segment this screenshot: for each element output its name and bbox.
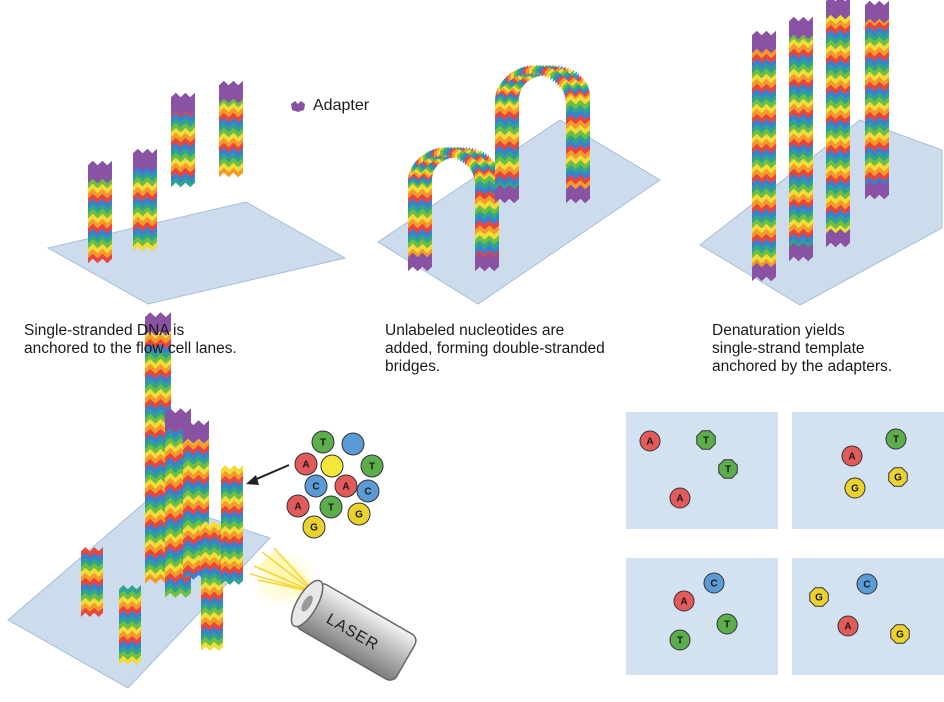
pool-nucleotide-1-letter: T — [320, 438, 326, 449]
caption-step-1-line-1: Single-stranded DNA is — [24, 322, 185, 339]
pool-nucleotide-4 — [320, 454, 344, 478]
panel-3-nucleotide-3-letter: T — [724, 620, 730, 631]
nucleotide-arrow — [246, 464, 290, 485]
pool-nucleotide-3-letter: A — [302, 460, 309, 471]
panel-4-nucleotide-1: G — [809, 587, 829, 607]
panel-4-nucleotide-3: A — [837, 615, 859, 637]
panel-1-nucleotide-2: T — [696, 430, 716, 450]
panel-3-nucleotide-1-letter: C — [710, 579, 717, 590]
pool-nucleotide-6-letter: C — [312, 482, 319, 493]
pool-nucleotide-1: T — [311, 430, 335, 454]
laser-device: LASER — [290, 579, 417, 681]
panel-4-nucleotide-2: C — [856, 573, 878, 595]
caption-step-1: Single-stranded DNA is anchored to the f… — [24, 322, 237, 358]
strand-1b — [133, 148, 157, 252]
caption-step-1-line-2: anchored to the flow cell lanes. — [24, 340, 237, 357]
pool-nucleotide-5-letter: T — [369, 462, 375, 473]
panel-2-nucleotide-2: A — [841, 445, 863, 467]
pool-nucleotide-7: A — [334, 474, 358, 498]
panel-3-nucleotide-3: T — [716, 613, 738, 635]
panel-1-nucleotide-3: T — [718, 459, 738, 479]
caption-step-2: Unlabeled nucleotides are added, forming… — [385, 322, 605, 376]
panel-1-nucleotide-1: A — [639, 430, 661, 452]
pool-nucleotide-6: C — [304, 474, 328, 498]
strand-4a — [81, 547, 103, 617]
strand-3d — [865, 0, 889, 200]
pool-nucleotide-12: G — [302, 515, 326, 539]
panel-2-nucleotide-1: T — [885, 428, 907, 450]
panel-2-nucleotide-4: G — [844, 477, 866, 499]
panel-2-nucleotide-1-letter: T — [893, 435, 899, 446]
pool-nucleotide-12-letter: G — [310, 523, 318, 534]
pool-nucleotide-7-letter: A — [342, 482, 349, 493]
caption-step-2-line-3: bridges. — [385, 358, 441, 375]
pool-nucleotide-8-letter: C — [364, 487, 371, 498]
strand-4g — [221, 465, 243, 585]
strand-3c — [826, 0, 850, 248]
panel-2-nucleotide-4-letter: G — [851, 484, 859, 495]
panel-nucleotides: A T T A T A G G C A T T G C A G — [639, 428, 910, 651]
strand-4f — [201, 521, 223, 651]
dna-strands — [81, 0, 889, 665]
strand-3b — [789, 16, 813, 262]
adapter-label: Adapter — [313, 97, 370, 114]
pool-nucleotide-10: T — [319, 495, 343, 519]
strand-3a — [752, 30, 776, 282]
panel-1-nucleotide-1-letter: A — [646, 437, 653, 448]
pool-nucleotide-10-letter: T — [328, 503, 334, 514]
pool-nucleotide-9: A — [286, 494, 310, 518]
panel-4-nucleotide-3-letter: A — [844, 622, 851, 633]
adapter-icon — [291, 101, 305, 112]
panel-2-nucleotide-3-letter: G — [894, 473, 902, 484]
caption-step-2-line-2: added, forming double-stranded — [385, 340, 605, 357]
strand-4c — [145, 312, 171, 584]
caption-step-3: Denaturation yields single-strand templa… — [712, 322, 892, 376]
strand-1c — [171, 92, 195, 188]
caption-step-3-line-1: Denaturation yields — [712, 322, 845, 339]
flow-cell-plate-3 — [699, 119, 943, 306]
panel-3-nucleotide-4-letter: T — [677, 636, 683, 647]
pool-nucleotide-9-letter: A — [294, 502, 301, 513]
panel-1-nucleotide-3-letter: T — [725, 465, 731, 476]
image-panel-2 — [792, 412, 944, 529]
caption-step-3-line-2: single-strand template — [712, 340, 865, 357]
caption-step-2-line-1: Unlabeled nucleotides are — [385, 322, 565, 339]
panel-3-nucleotide-2: A — [673, 590, 695, 612]
bridge-2a — [408, 146, 499, 272]
panel-1-nucleotide-4: A — [669, 487, 691, 509]
panel-3-nucleotide-2-letter: A — [680, 597, 687, 608]
panel-2-nucleotide-2-letter: A — [848, 452, 855, 463]
caption-step-3-line-3: anchored by the adapters. — [712, 358, 893, 375]
image-panel-3 — [626, 558, 778, 675]
panel-4-nucleotide-2-letter: C — [863, 580, 870, 591]
pool-nucleotide-3: A — [294, 452, 318, 476]
panel-1-nucleotide-2-letter: T — [703, 436, 709, 447]
pool-nucleotide-2 — [341, 432, 365, 456]
panel-3-nucleotide-4: T — [669, 629, 691, 651]
panel-1-nucleotide-4-letter: A — [676, 494, 683, 505]
image-panel-1 — [626, 412, 778, 529]
panel-4-nucleotide-1-letter: G — [815, 593, 823, 604]
strand-4b — [119, 585, 141, 665]
panel-2-nucleotide-3: G — [888, 467, 908, 487]
panel-4-nucleotide-4: G — [890, 624, 910, 644]
flow-cell-plate-1 — [46, 201, 347, 305]
pool-nucleotide-5: T — [360, 454, 384, 478]
strand-1d — [219, 80, 243, 178]
pool-nucleotide-8: C — [356, 479, 380, 503]
panel-3-nucleotide-1: C — [703, 572, 725, 594]
strand-1a — [88, 160, 112, 264]
pool-nucleotide-11: G — [347, 502, 371, 526]
panel-4-nucleotide-4-letter: G — [896, 630, 904, 641]
strand-4e — [183, 420, 209, 580]
bridge-2b — [495, 64, 590, 204]
pool-nucleotide-11-letter: G — [355, 510, 363, 521]
